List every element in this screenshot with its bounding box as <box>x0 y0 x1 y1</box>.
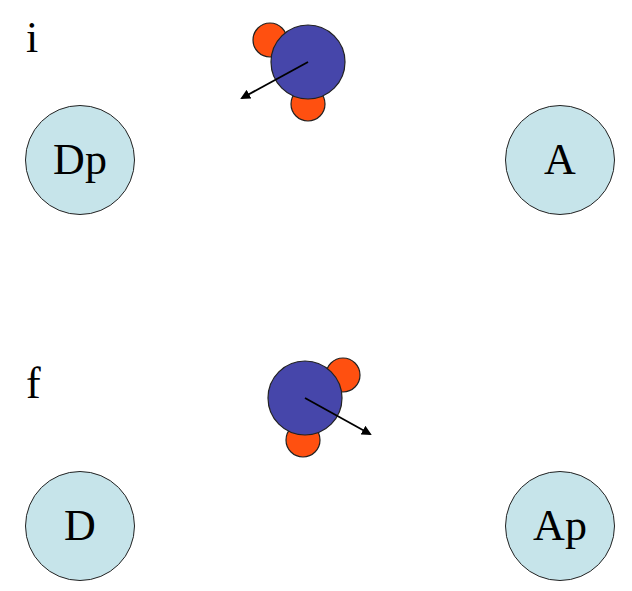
circle-label: A <box>544 138 576 182</box>
circle-label: Ap <box>533 504 587 548</box>
circle-label: D <box>64 504 96 548</box>
panel-letter: i <box>26 16 38 60</box>
panel-letter: f <box>26 362 41 406</box>
molecule-circle: D <box>25 471 135 581</box>
water-molecule-initial <box>242 23 345 121</box>
water-molecule-final <box>268 358 370 457</box>
molecule-circle: Ap <box>505 471 615 581</box>
molecule-circle: Dp <box>25 105 135 215</box>
molecule-circle: A <box>505 105 615 215</box>
circle-label: Dp <box>53 138 107 182</box>
